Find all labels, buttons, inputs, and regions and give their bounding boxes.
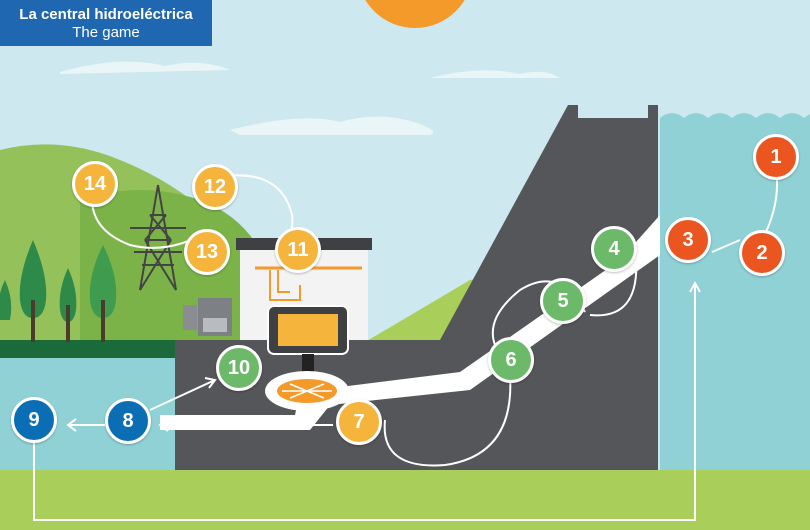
station-8-button[interactable]: 8 <box>105 398 151 444</box>
station-13-button[interactable]: 13 <box>184 229 230 275</box>
station-6-button[interactable]: 6 <box>488 337 534 383</box>
station-11-button[interactable]: 11 <box>275 227 321 273</box>
station-7-button[interactable]: 7 <box>336 399 382 445</box>
power-pylon <box>130 184 186 291</box>
cloud <box>430 70 560 78</box>
app-title: La central hidroeléctrica <box>19 6 193 23</box>
station-9-button[interactable]: 9 <box>11 397 57 443</box>
transformer <box>183 298 232 336</box>
cloud <box>60 61 230 74</box>
station-3-button[interactable]: 3 <box>665 217 711 263</box>
cloud <box>230 116 434 135</box>
app-subtitle: The game <box>72 24 140 41</box>
station-1-button[interactable]: 1 <box>753 134 799 180</box>
station-5-button[interactable]: 5 <box>540 278 586 324</box>
station-2-button[interactable]: 2 <box>739 230 785 276</box>
title-banner: La central hidroeléctrica The game <box>0 0 212 46</box>
trees <box>0 240 117 342</box>
station-10-button[interactable]: 10 <box>216 345 262 391</box>
station-12-button[interactable]: 12 <box>192 164 238 210</box>
sun <box>365 0 465 28</box>
station-4-button[interactable]: 4 <box>591 226 637 272</box>
ground-strip <box>0 340 180 358</box>
station-14-button[interactable]: 14 <box>72 161 118 207</box>
